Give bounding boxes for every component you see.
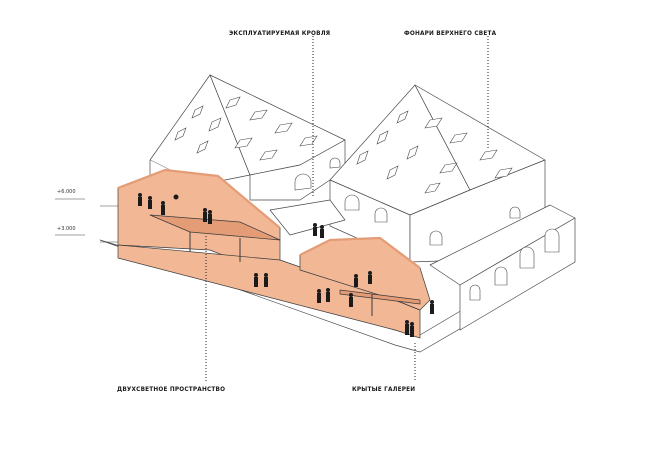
arched-window bbox=[544, 228, 560, 253]
skylight bbox=[386, 165, 399, 180]
person-figure bbox=[317, 289, 321, 303]
skylight bbox=[396, 110, 409, 124]
skylight bbox=[376, 130, 389, 145]
arched-window bbox=[519, 246, 535, 269]
person-figure bbox=[320, 225, 324, 238]
person-figure bbox=[368, 271, 372, 284]
label-skylights: ФОНАРИ ВЕРХНЕГО СВЕТА bbox=[404, 29, 497, 37]
label-roof: ЭКСПЛУАТИРУЕМАЯ КРОВЛЯ bbox=[229, 29, 331, 37]
connector-roof bbox=[269, 199, 346, 236]
skylight bbox=[274, 122, 293, 134]
arched-window bbox=[469, 284, 481, 301]
arched-window bbox=[509, 206, 521, 219]
person-figure bbox=[405, 320, 409, 335]
person-figure bbox=[410, 322, 414, 337]
section-roof-edge bbox=[117, 168, 281, 229]
level-lower: +3.000 bbox=[57, 226, 76, 232]
arched-window bbox=[329, 157, 341, 169]
skylight bbox=[249, 109, 268, 121]
section-mezzanine-right bbox=[339, 289, 421, 305]
section-roof-edge-right bbox=[299, 236, 421, 269]
skylights-group bbox=[174, 96, 513, 194]
arched-windows bbox=[294, 157, 560, 301]
person-figure bbox=[148, 196, 152, 209]
arched-window bbox=[374, 207, 388, 223]
skylight bbox=[191, 105, 204, 119]
skylight bbox=[356, 150, 369, 165]
person-figure bbox=[254, 273, 258, 287]
skylight bbox=[259, 149, 278, 161]
person-figure bbox=[354, 274, 358, 287]
people-figures bbox=[138, 193, 434, 337]
person-figure bbox=[161, 201, 165, 215]
person-figure bbox=[326, 288, 330, 302]
arched-window bbox=[344, 194, 360, 211]
label-galleries: КРЫТЫЕ ГАЛЕРЕИ bbox=[352, 385, 416, 393]
skylight bbox=[174, 127, 187, 141]
arched-window bbox=[294, 173, 312, 191]
skylight bbox=[479, 149, 498, 161]
skylight bbox=[225, 96, 241, 109]
skylight bbox=[494, 167, 513, 179]
level-markers bbox=[55, 198, 118, 243]
person-figure bbox=[173, 194, 179, 200]
person-figure bbox=[208, 210, 212, 224]
person-figure bbox=[349, 293, 353, 307]
level-upper: +6.000 bbox=[57, 189, 76, 195]
skylight bbox=[424, 182, 441, 194]
person-figure bbox=[138, 193, 142, 206]
person-figure bbox=[203, 208, 207, 222]
person-figure bbox=[313, 223, 317, 236]
person-figure bbox=[430, 300, 434, 314]
skylight bbox=[424, 117, 443, 129]
label-double-height: ДВУХСВЕТНОЕ ПРОСТРАНСТВО bbox=[117, 385, 226, 393]
skylight bbox=[406, 145, 419, 160]
skylight bbox=[208, 117, 222, 132]
arched-window bbox=[429, 230, 443, 246]
arched-window bbox=[494, 266, 508, 286]
skylight bbox=[234, 137, 253, 149]
skylight bbox=[196, 140, 209, 154]
person-figure bbox=[264, 273, 268, 287]
section-columns bbox=[189, 232, 373, 316]
skylight bbox=[439, 162, 458, 174]
skylight bbox=[449, 132, 468, 144]
section-floor-slab bbox=[117, 244, 421, 339]
leader-lines bbox=[205, 36, 489, 382]
